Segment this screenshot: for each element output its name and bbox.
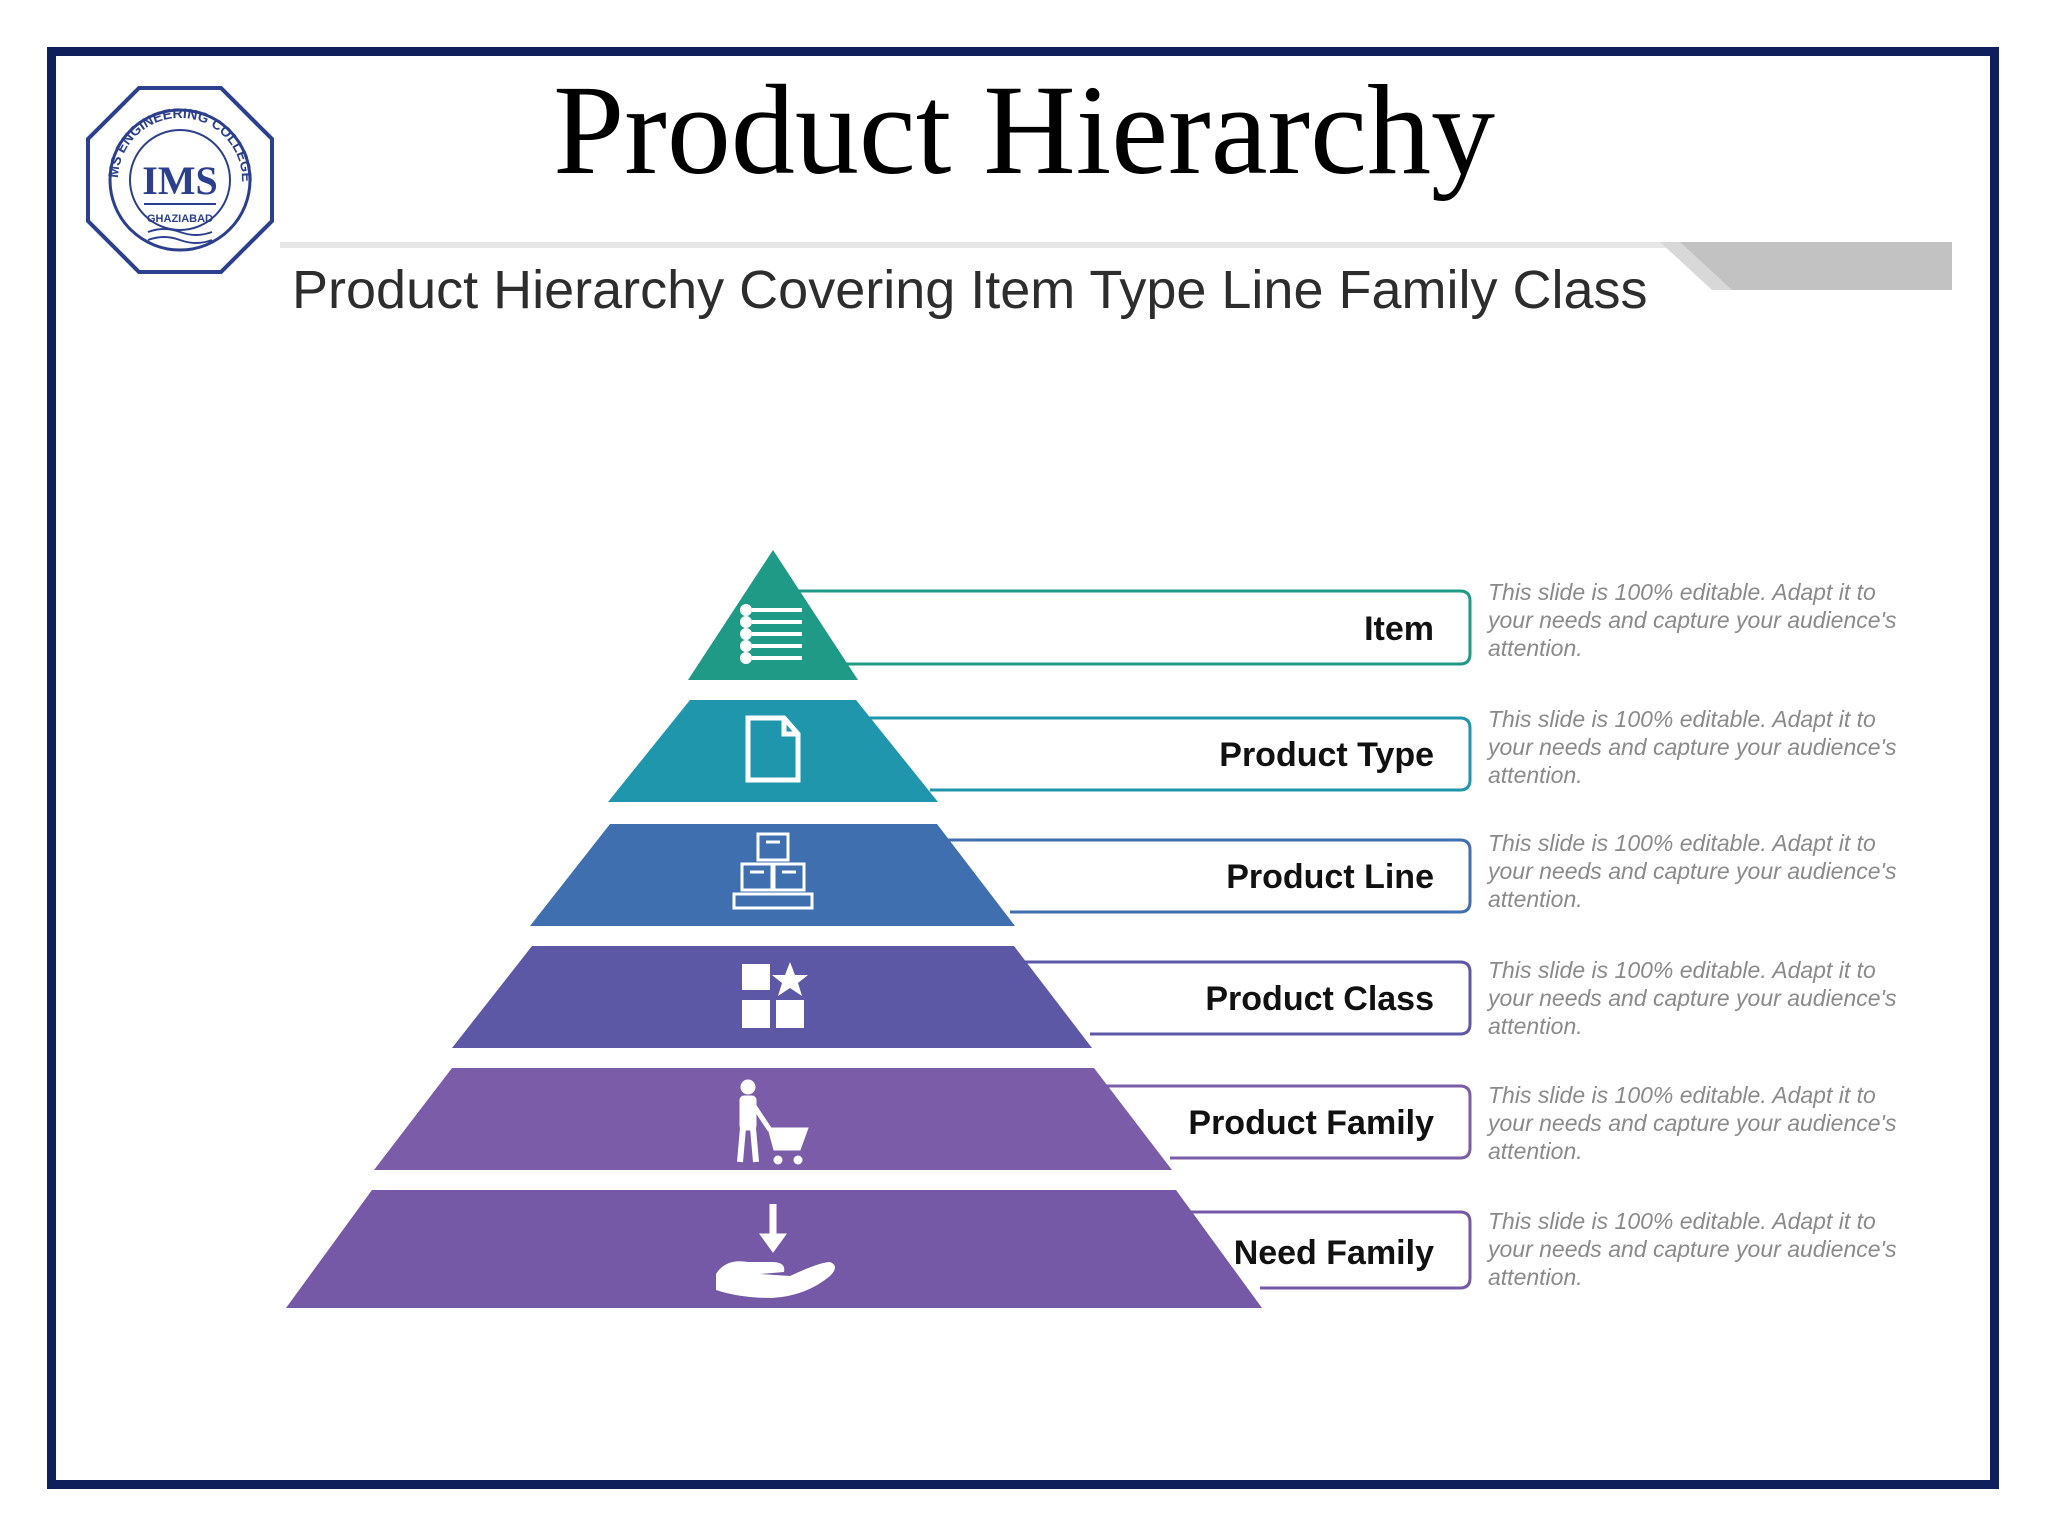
pyramid-level-product-type (608, 700, 938, 802)
stacked-boxes-icon (732, 832, 814, 910)
level-description: This slide is 100% editable. Adapt it to… (1488, 706, 1897, 788)
level-label-product-family: Product Family (1188, 1104, 1434, 1142)
logo-center-text: IMS (142, 158, 218, 203)
level-description: This slide is 100% editable. Adapt it to… (1488, 957, 1897, 1039)
slide-subtitle: Product Hierarchy Covering Item Type Lin… (292, 260, 1648, 320)
list-icon (740, 604, 802, 664)
slide-title: Product Hierarchy (553, 59, 1495, 201)
level-label-product-line: Product Line (1226, 858, 1434, 896)
level-label-product-type: Product Type (1219, 736, 1434, 774)
connector-box (770, 589, 1472, 1290)
boxes-star-icon (742, 962, 808, 1028)
level-label-item: Item (1364, 610, 1434, 648)
hand-receive-icon (716, 1204, 835, 1298)
level-description: This slide is 100% editable. Adapt it to… (1488, 1082, 1897, 1164)
shopping-cart-person-icon (737, 1079, 809, 1165)
level-label-product-class: Product Class (1205, 980, 1434, 1018)
logo-bottom-text: GHAZIABAD (147, 213, 213, 225)
level-description: This slide is 100% editable. Adapt it to… (1488, 830, 1897, 912)
level-description: This slide is 100% editable. Adapt it to… (1488, 579, 1897, 661)
pyramid-level-product-family (374, 1068, 1172, 1170)
level-description: This slide is 100% editable. Adapt it to… (1488, 1208, 1897, 1290)
subtitle-band (280, 242, 1952, 290)
college-logo: IMS ENGINEERING COLLEGE IMS GHAZIABAD (82, 82, 274, 274)
pyramid-level-product-class (452, 946, 1092, 1048)
pyramid-level-item (688, 550, 858, 680)
pyramid: Item Product Type Product Line Product C… (286, 550, 1472, 1308)
level-label-need-family: Need Family (1234, 1234, 1434, 1272)
document-icon (745, 715, 801, 783)
